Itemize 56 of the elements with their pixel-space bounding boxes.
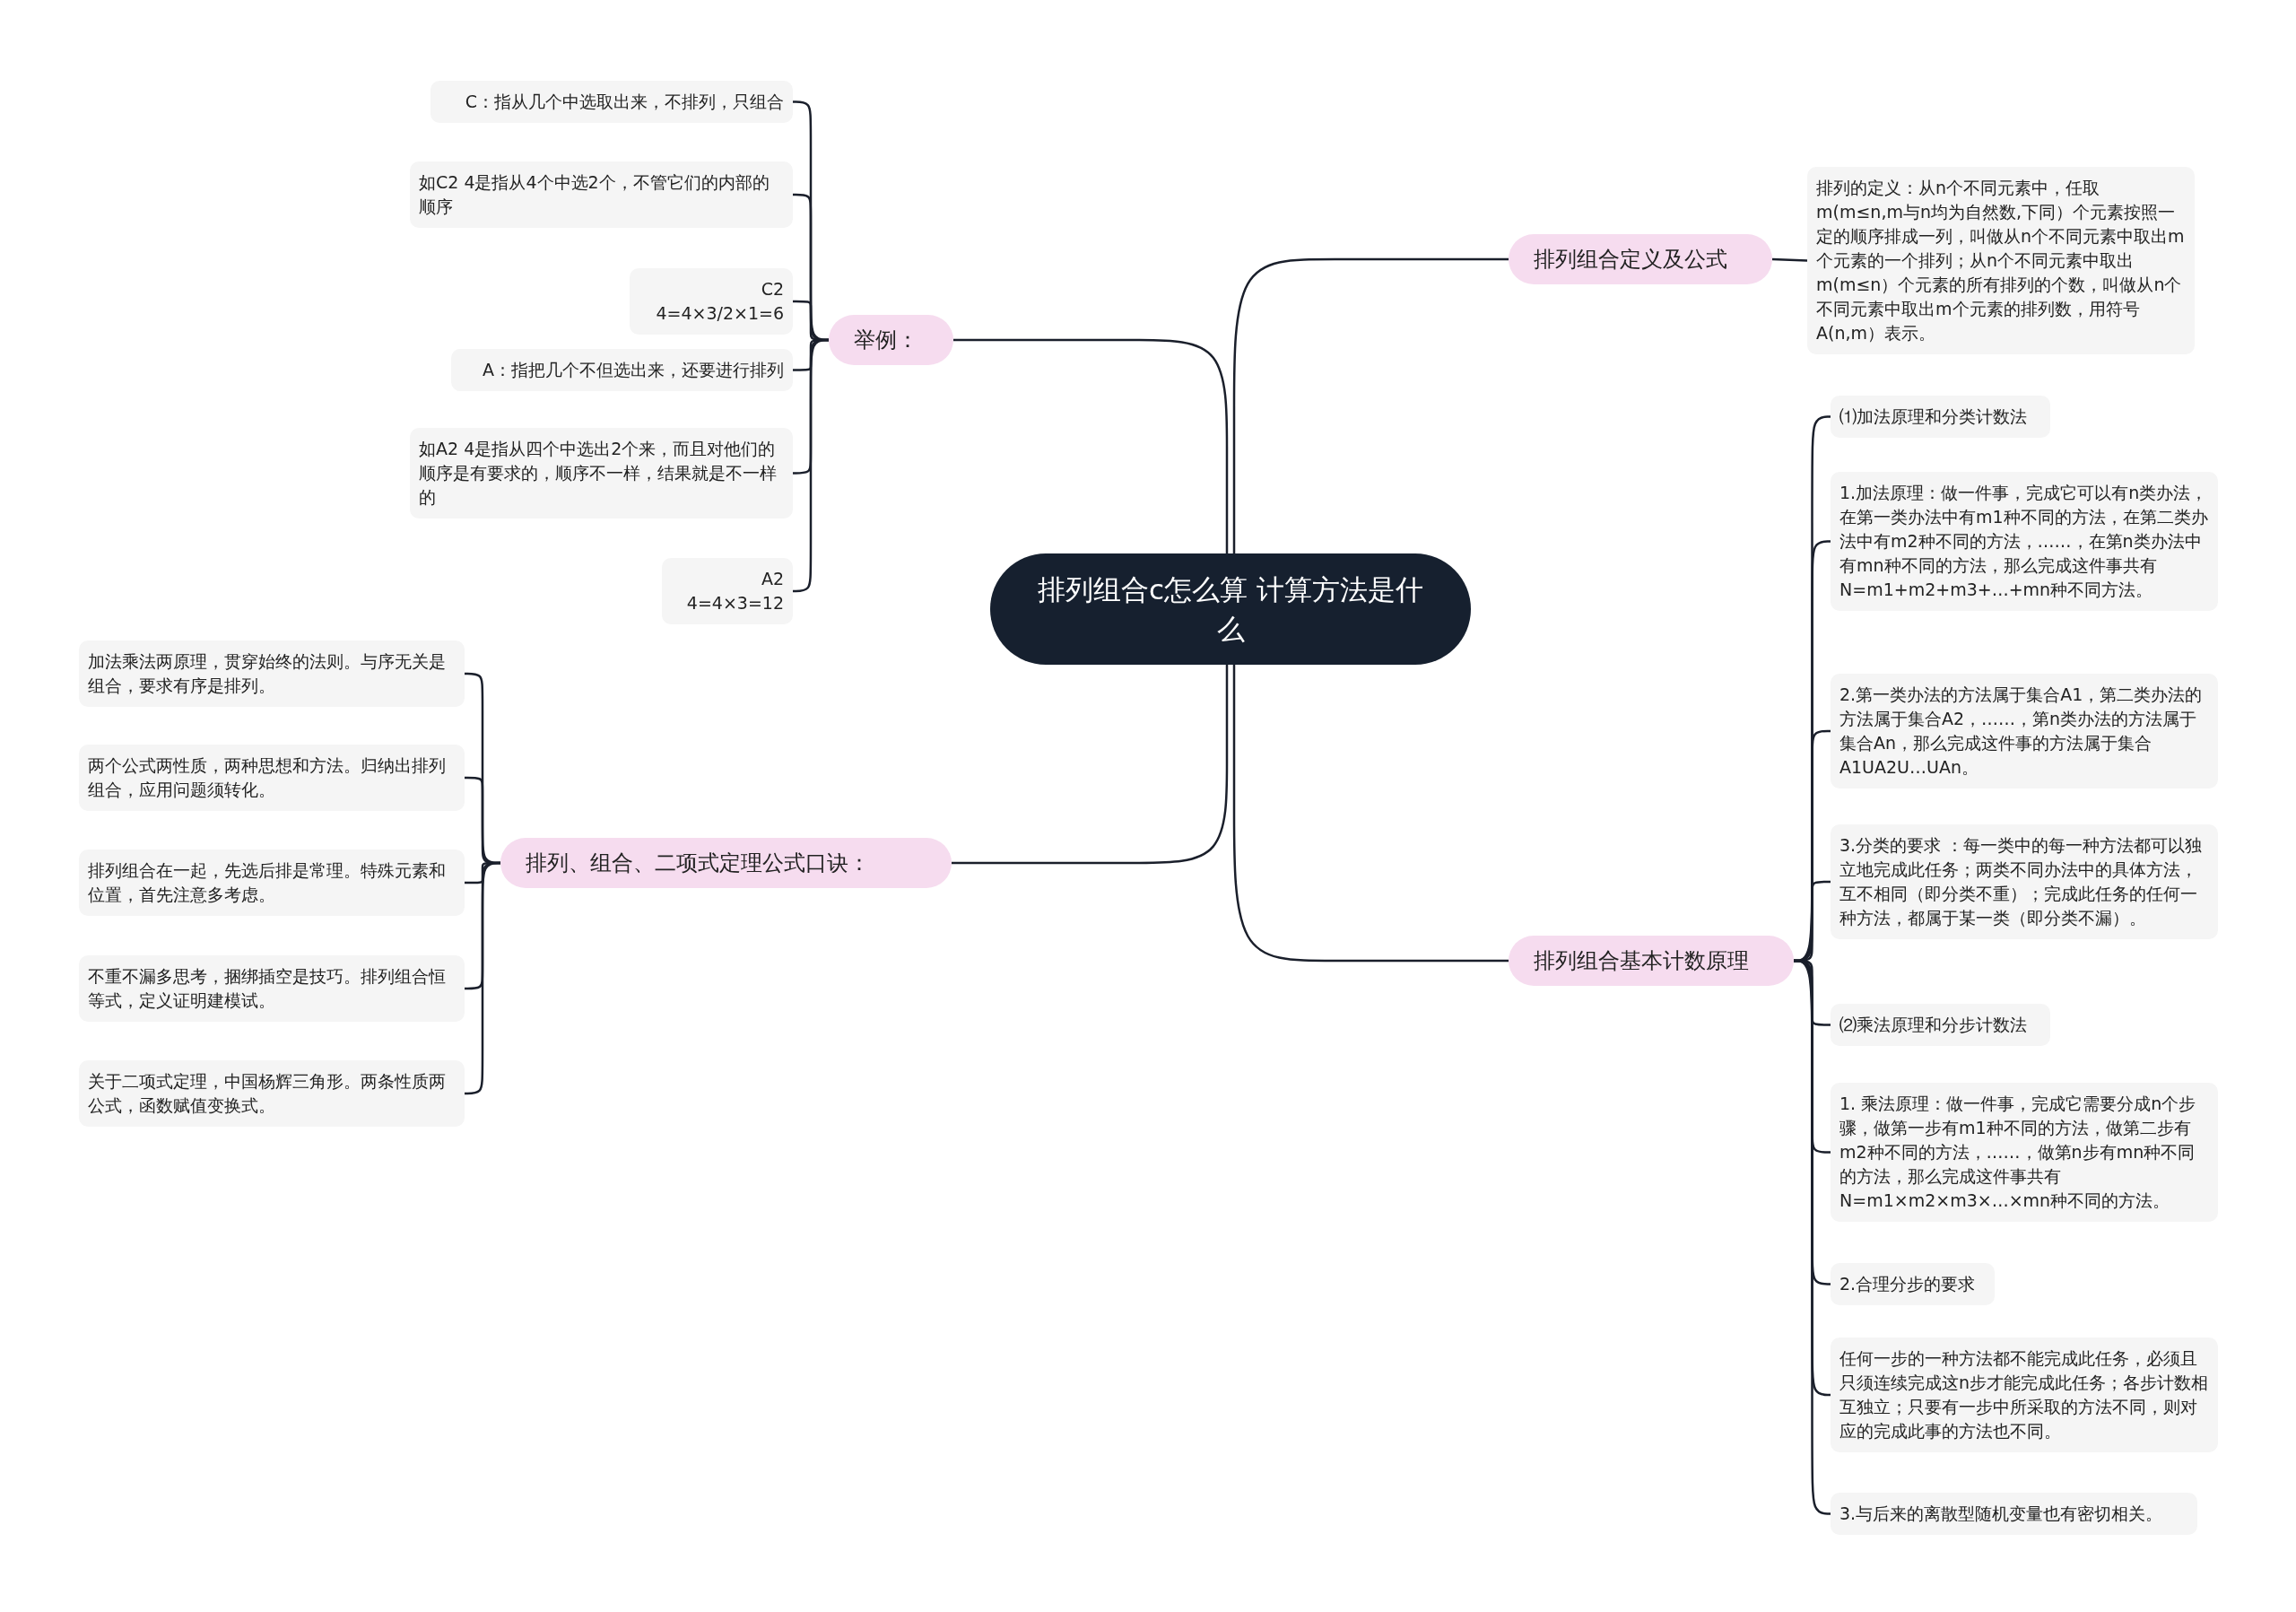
branch-topic-text: 举例： <box>854 327 919 354</box>
note-text: 2.合理分步的要求 <box>1839 1273 1977 1295</box>
note-text: ⑵乘法原理和分步计数法 <box>1839 1014 2028 1036</box>
connector-line <box>952 665 1229 865</box>
note-card <box>662 558 793 624</box>
note-text: 3.与后来的离散型随机变量也有密切相关。 <box>1839 1503 2164 1525</box>
note-text: 3.分类的要求 ：每一类中的每一种方法都可以独立地完成此任务；两类不同办法中的具体方法，互不相同（即分类不重）；完成此任务的任何一种方法，都属于某一类（即分类不漏）。 <box>1839 834 2204 929</box>
central-topic-text: 排列组合c怎么算 计算方法是什么 <box>1037 572 1424 647</box>
branch-topic-text: 排列、组合、二项式定理公式口诀： <box>526 850 871 877</box>
connector-line <box>1232 665 1509 963</box>
note-card <box>79 640 465 707</box>
note-text: A2 4=4×3=12 <box>685 568 784 614</box>
note-card <box>1831 1493 2197 1535</box>
note-text: 如C2 4是指从4个中选2个，不管它们的内部的顺序 <box>419 171 770 218</box>
note-text: 任何一步的一种方法都不能完成此任务，必须且只须连续完成这n步才能完成此任务；各步计数相互独立；只要有一步中所采取的方法不同，则对应的完成此事的方法也不同。 <box>1839 1347 2209 1442</box>
note-card <box>410 428 793 518</box>
connector-line <box>1771 257 1808 262</box>
note-text: 排列组合在一起，先选后排是常理。特殊元素和位置，首先注意多考虑。 <box>88 859 447 906</box>
note-text: 加法乘法两原理，贯穿始终的法则。与序无关是组合，要求有序是排列。 <box>88 650 447 697</box>
note-card <box>79 745 465 811</box>
note-text: C2 4=4×3/2×1=6 <box>655 278 784 325</box>
note-text: 排列的定义：从n个不同元素中，任取m(m≤n,m与n均为自然数,下同）个元素按照一定的顺序排成一列，叫做从n个不同元素中取出m个元素的一个排列；从n个不同元素中取出m(m≤n）个元素的所有排列的个数，叫做从n个不同元素中取出m个元素的排列数，用符号 A(n,m）表示。 <box>1816 177 2186 344</box>
note-text: C：指从几个中选取出来，不排列，只组合 <box>464 91 784 113</box>
note-text: A：指把几个不但选出来，还要进行排列 <box>482 359 784 381</box>
note-card <box>1831 1263 1995 1305</box>
note-text: 关于二项式定理，中国杨辉三角形。两条性质两公式，函数赋值变换式。 <box>88 1070 447 1117</box>
connector-line <box>1232 257 1509 553</box>
branch-topic <box>1509 234 1772 284</box>
note-card <box>430 81 793 123</box>
note-text: 如A2 4是指从四个中选出2个来，而且对他们的顺序是有要求的，顺序不一样，结果就是不一样的 <box>419 438 778 509</box>
connector-line <box>793 338 829 593</box>
note-text: 2.第一类办法的方法属于集合A1，第二类办法的方法属于集合A2，……，第n类办法的方法属于集合An，那么完成这件事的方法属于集合A1UA2U…UAn。 <box>1839 684 2204 779</box>
note-card <box>79 1060 465 1127</box>
note-text: 两个公式两性质，两种思想和方法。归纳出排列组合，应用问题须转化。 <box>88 754 447 801</box>
note-card <box>410 161 793 228</box>
note-text: 1. 乘法原理：做一件事，完成它需要分成n个步骤，做第一步有m1种不同的方法，做第二步有m2种不同的方法，……，做第n步有mn种不同的方法，那么完成这件事共有N=m1×m2×m3×…×mn种不同的方法。 <box>1839 1093 2197 1212</box>
note-card <box>1831 472 2218 611</box>
branch-topic-text: 排列组合定义及公式 <box>1534 246 1728 274</box>
note-card <box>630 268 793 335</box>
note-text: 不重不漏多思考，捆绑插空是技巧。排列组合恒等式，定义证明建模试。 <box>88 965 447 1012</box>
branch-topic <box>1509 936 1794 986</box>
branch-topic <box>829 315 953 365</box>
note-text: ⑴加法原理和分类计数法 <box>1839 405 2028 428</box>
note-text: 1.加法原理：做一件事，完成它可以有n类办法，在第一类办法中有m1种不同的方法，在第二类办法中有m2种不同的方法，……，在第n类办法中有mn种不同的方法，那么完成这件事共有N=m1+m2+m3+…+mn种不同方法。 <box>1839 482 2209 601</box>
note-card <box>79 955 465 1022</box>
note-card <box>79 850 465 916</box>
note-card <box>451 349 793 391</box>
branch-topic <box>500 838 952 888</box>
note-card <box>1831 1338 2218 1452</box>
note-card <box>1831 824 2218 939</box>
note-card <box>1831 1004 2050 1046</box>
note-card <box>1831 396 2050 438</box>
connector-line <box>953 338 1229 553</box>
note-card <box>1831 674 2218 789</box>
branch-topic-text: 排列组合基本计数原理 <box>1534 947 1750 975</box>
note-card <box>1831 1083 2218 1222</box>
